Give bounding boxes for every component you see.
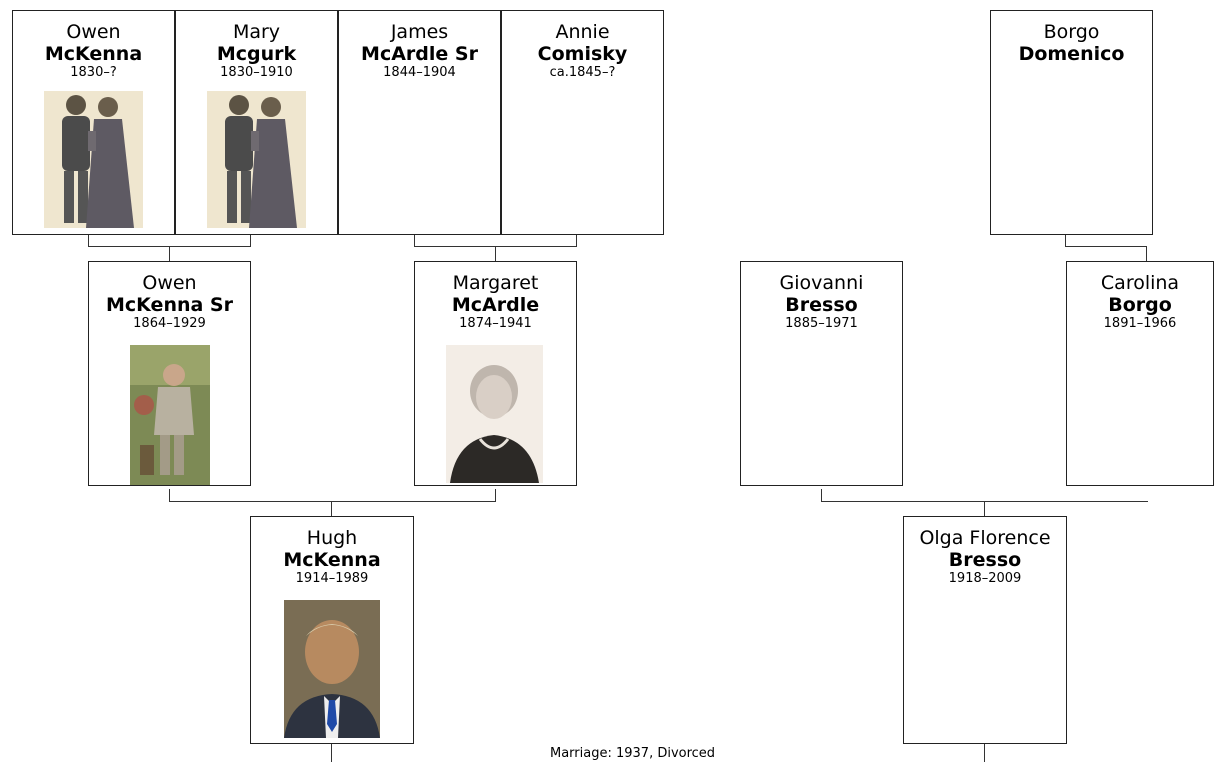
connector-line bbox=[88, 234, 89, 247]
person-card-james-mcardle-sr[interactable]: James McArdle Sr 1844–1904 bbox=[338, 10, 501, 235]
given-name: Carolina bbox=[1100, 272, 1180, 294]
given-name: Margaret bbox=[452, 272, 539, 294]
life-dates: ca.1845–? bbox=[549, 65, 616, 80]
couple-photo bbox=[44, 91, 143, 228]
life-dates: 1830–1910 bbox=[220, 65, 293, 80]
connector-line bbox=[331, 744, 332, 762]
connector-line bbox=[169, 246, 170, 261]
person-card-owen-mckenna-1830[interactable]: Owen McKenna 1830–? bbox=[12, 10, 175, 235]
person-card-carolina-borgo[interactable]: Carolina Borgo 1891–1966 bbox=[1066, 261, 1214, 486]
connector-line bbox=[169, 489, 170, 502]
person-card-olga-bresso[interactable]: Olga Florence Bresso 1918–2009 bbox=[903, 516, 1067, 744]
person-card-margaret-mcardle[interactable]: Margaret McArdle 1874–1941 bbox=[414, 261, 577, 486]
portrait-photo bbox=[130, 345, 210, 485]
surname: Bresso bbox=[948, 549, 1022, 571]
connector-line bbox=[984, 501, 985, 516]
person-card-annie-comisky[interactable]: Annie Comisky ca.1845–? bbox=[501, 10, 664, 235]
person-card-giovanni-bresso[interactable]: Giovanni Bresso 1885–1971 bbox=[740, 261, 903, 486]
marriage-label: Marriage: 1937, Divorced bbox=[550, 746, 716, 761]
life-dates: 1918–2009 bbox=[948, 571, 1022, 586]
life-dates: 1844–1904 bbox=[383, 65, 456, 80]
life-dates: 1874–1941 bbox=[459, 316, 532, 331]
given-name: Borgo bbox=[1043, 21, 1100, 43]
surname: Domenico bbox=[1018, 43, 1125, 65]
given-name: Olga Florence bbox=[919, 527, 1051, 549]
surname: Bresso bbox=[785, 294, 858, 316]
given-name: James bbox=[390, 21, 449, 43]
person-card-hugh-mckenna[interactable]: Hugh McKenna 1914–1989 bbox=[250, 516, 414, 744]
given-name: Annie bbox=[555, 21, 610, 43]
person-card-owen-mckenna-sr[interactable]: Owen McKenna Sr 1864–1929 bbox=[88, 261, 251, 486]
given-name: Owen bbox=[142, 272, 197, 294]
portrait-photo bbox=[284, 600, 380, 738]
couple-photo bbox=[207, 91, 306, 228]
surname: McKenna bbox=[44, 43, 143, 65]
connector-line bbox=[1065, 246, 1147, 247]
connector-line bbox=[821, 489, 822, 502]
life-dates: 1864–1929 bbox=[133, 316, 206, 331]
connector-line bbox=[331, 501, 332, 516]
life-dates: 1885–1971 bbox=[785, 316, 858, 331]
surname: Borgo bbox=[1108, 294, 1172, 316]
person-card-borgo-domenico[interactable]: Borgo Domenico bbox=[990, 10, 1153, 235]
portrait-photo bbox=[446, 345, 543, 483]
life-dates: 1891–1966 bbox=[1103, 316, 1177, 331]
connector-line bbox=[576, 234, 577, 247]
connector-line bbox=[250, 234, 251, 247]
given-name: Mary bbox=[232, 21, 281, 43]
connector-line bbox=[495, 246, 496, 261]
given-name: Giovanni bbox=[779, 272, 864, 294]
surname: Mcgurk bbox=[216, 43, 297, 65]
surname: McArdle Sr bbox=[361, 43, 478, 65]
connector-line bbox=[414, 234, 415, 247]
surname: McKenna Sr bbox=[106, 294, 233, 316]
life-dates: 1830–? bbox=[70, 65, 117, 80]
person-card-mary-mcgurk[interactable]: Mary Mcgurk 1830–1910 bbox=[175, 10, 338, 235]
given-name: Hugh bbox=[306, 527, 358, 549]
connector-line bbox=[984, 744, 985, 762]
life-dates: 1914–1989 bbox=[295, 571, 369, 586]
surname: McKenna bbox=[283, 549, 381, 571]
connector-line bbox=[169, 501, 496, 502]
given-name: Owen bbox=[66, 21, 121, 43]
connector-line bbox=[1146, 246, 1147, 261]
connector-line bbox=[1065, 234, 1066, 247]
surname: McArdle bbox=[451, 294, 540, 316]
surname: Comisky bbox=[537, 43, 628, 65]
connector-line bbox=[495, 489, 496, 502]
